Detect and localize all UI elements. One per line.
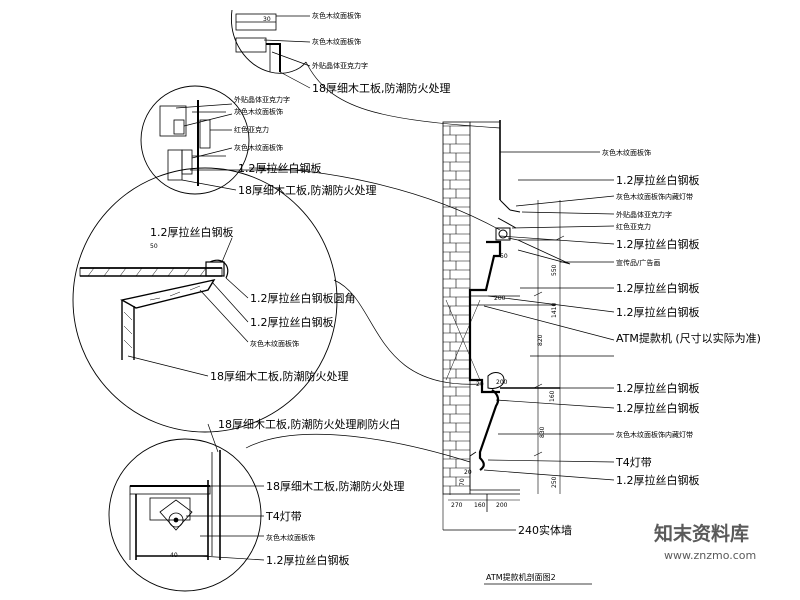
section-label-m: 灰色木纹面板饰内藏灯带 bbox=[616, 430, 693, 439]
top-label-a: 灰色木纹面板饰 bbox=[312, 11, 361, 20]
bottom-label-a: 18厚细木工板,防潮防火处理刷防火白 bbox=[218, 417, 401, 431]
dim-250: 250 bbox=[551, 476, 558, 488]
dim-160b: 160 bbox=[474, 502, 486, 509]
watermark-url: www.znzmo.com bbox=[664, 549, 756, 562]
section-label-f: 1.2厚拉丝白钢板 bbox=[616, 237, 700, 251]
top-detail-geometry bbox=[235, 13, 281, 72]
sign-detail-geometry bbox=[159, 100, 226, 186]
section-label-c: 灰色木纹面板饰内藏灯带 bbox=[616, 192, 693, 201]
mid-label-d: 灰色木纹面板饰 bbox=[250, 339, 299, 348]
mid-label-e: 18厚细木工板,防潮防火处理 bbox=[210, 369, 349, 383]
dim-70: 70 bbox=[459, 478, 466, 486]
dim-550: 550 bbox=[551, 264, 558, 276]
watermark: 知末资料库 www.znzmo.com bbox=[654, 522, 756, 562]
mid-label-b: 1.2厚拉丝白钢板圆角 bbox=[250, 291, 356, 305]
mid-label-c: 1.2厚拉丝白钢板 bbox=[250, 315, 334, 329]
sign-label-a: 外贴晶体亚克力字 bbox=[234, 95, 290, 104]
sign-label-b: 灰色木纹面板饰 bbox=[234, 107, 283, 116]
dim-50b: 50 bbox=[500, 253, 508, 260]
dimension-lines bbox=[448, 200, 565, 501]
bottom-label-c: T4灯带 bbox=[265, 510, 302, 523]
section-label-j: ATM提款机 (尺寸以实际为准) bbox=[616, 331, 761, 345]
dim-830: 830 bbox=[539, 426, 546, 438]
dim-30: 30 bbox=[263, 16, 271, 23]
brick-wall bbox=[442, 121, 471, 495]
section-label-p: 240实体墙 bbox=[518, 523, 572, 537]
section-label-k: 1.2厚拉丝白钢板 bbox=[616, 381, 700, 395]
labels-section: 灰色木纹面板饰 1.2厚拉丝白钢板 灰色木纹面板饰内藏灯带 外贴晶体亚克力字 红… bbox=[518, 148, 761, 537]
dim-160: 160 bbox=[549, 390, 556, 402]
detail-circles bbox=[72, 9, 338, 592]
bottom-label-b: 18厚细木工板,防潮防火处理 bbox=[266, 479, 405, 493]
dim-20b: 20 bbox=[476, 381, 484, 388]
dim-270: 270 bbox=[451, 502, 463, 509]
drawing-title: ATM提款机剖面图2 bbox=[486, 572, 556, 582]
sign-label-f: 18厚细木工板,防潮防火处理 bbox=[238, 183, 377, 197]
section-label-d: 外贴晶体亚克力字 bbox=[616, 210, 672, 219]
top-label-d: 18厚细木工板,防潮防火处理 bbox=[312, 81, 451, 95]
labels-mid-detail: 1.2厚拉丝白钢板 1.2厚拉丝白钢板圆角 1.2厚拉丝白钢板 灰色木纹面板饰 … bbox=[150, 225, 356, 383]
sign-label-c: 红色亚克力 bbox=[234, 125, 269, 134]
dim-20: 20 bbox=[464, 469, 472, 476]
sign-label-e: 1.2厚拉丝白钢板 bbox=[238, 161, 322, 175]
dim-200b: 200 bbox=[496, 379, 508, 386]
bottom-detail-geometry bbox=[129, 450, 221, 560]
dim-50: 50 bbox=[150, 243, 158, 250]
section-label-e: 红色亚克力 bbox=[616, 222, 651, 231]
sign-label-d: 灰色木纹面板饰 bbox=[234, 143, 283, 152]
section-label-a: 灰色木纹面板饰 bbox=[602, 148, 651, 157]
top-label-b: 灰色木纹面板饰 bbox=[312, 37, 361, 46]
mid-label-a: 1.2厚拉丝白钢板 bbox=[150, 225, 234, 239]
watermark-brand: 知末资料库 bbox=[654, 522, 749, 545]
section-label-n: T4灯带 bbox=[615, 456, 652, 469]
bottom-label-d: 灰色木纹面板饰 bbox=[266, 533, 315, 542]
labels-sign-detail: 外贴晶体亚克力字 灰色木纹面板饰 红色亚克力 灰色木纹面板饰 1.2厚拉丝白钢板… bbox=[234, 95, 377, 197]
section-label-i: 1.2厚拉丝白钢板 bbox=[616, 305, 700, 319]
dim-200c: 200 bbox=[496, 502, 508, 509]
dim-820: 820 bbox=[537, 334, 544, 346]
section-label-l: 1.2厚拉丝白钢板 bbox=[616, 401, 700, 415]
section-label-g: 宣传品/广告画 bbox=[616, 258, 660, 267]
section-label-b: 1.2厚拉丝白钢板 bbox=[616, 173, 700, 187]
labels-bottom-detail: 18厚细木工板,防潮防火处理刷防火白 18厚细木工板,防潮防火处理 T4灯带 灰… bbox=[218, 417, 405, 567]
section-label-h: 1.2厚拉丝白钢板 bbox=[616, 281, 700, 295]
mid-detail-geometry bbox=[79, 259, 229, 360]
labels-top-detail: 灰色木纹面板饰 灰色木纹面板饰 外贴晶体亚克力字 18厚细木工板,防潮防火处理 bbox=[312, 11, 451, 95]
dim-200a: 200 bbox=[494, 295, 506, 302]
dim-1410: 1410 bbox=[551, 303, 558, 318]
section-label-o: 1.2厚拉丝白钢板 bbox=[616, 473, 700, 487]
top-label-c: 外贴晶体亚克力字 bbox=[312, 61, 368, 70]
dimension-texts: 30 50 40 550 1410 200 820 50 200 160 250… bbox=[150, 16, 558, 559]
atm-cabinet-section bbox=[442, 120, 571, 530]
leader-lines bbox=[127, 15, 615, 561]
bottom-label-e: 1.2厚拉丝白钢板 bbox=[266, 553, 350, 567]
